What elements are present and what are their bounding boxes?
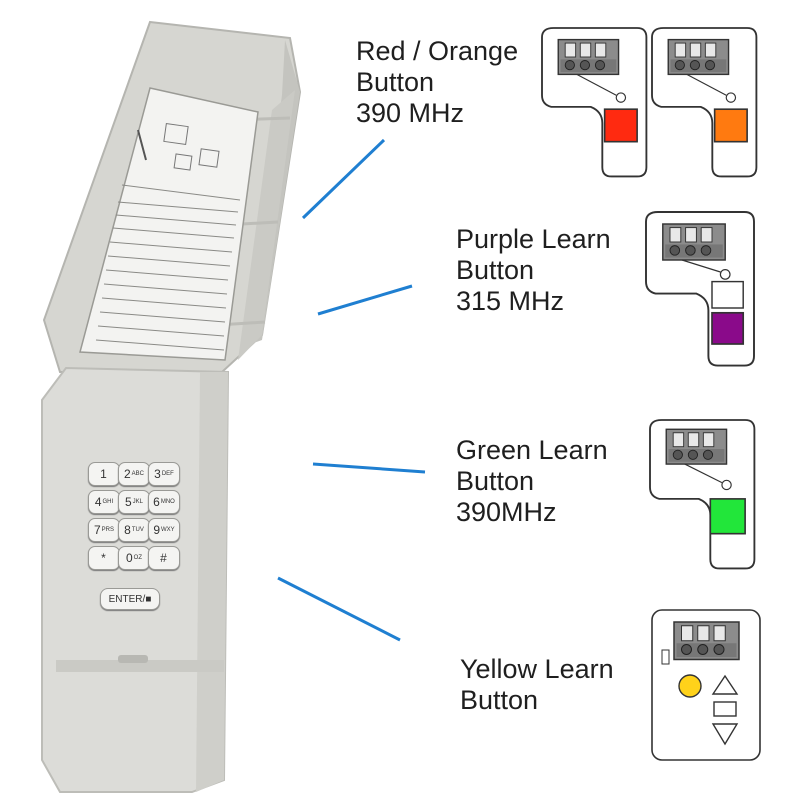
purple-learn-button: [711, 311, 745, 345]
keypad-key-digit: 2: [123, 467, 131, 481]
keypad-key-letters: TUV: [131, 527, 144, 533]
keypad-key-digit: 9: [153, 523, 160, 537]
up-arrow-icon: [711, 674, 739, 695]
keypad-key-digit: 1: [100, 467, 107, 481]
yellow-learn-panel: [651, 609, 761, 761]
keypad-key-letters: MNO: [160, 499, 175, 505]
label-red-orange: Red / Orange Button 390 MHz: [356, 36, 519, 128]
label-yellow: Yellow Learn Button: [460, 654, 614, 715]
purple-learn-panel: [645, 211, 755, 367]
keypad-key-digit: 6: [153, 495, 160, 509]
pointer-line-yellow: [277, 576, 401, 642]
pointer-line-red-orange: [301, 138, 386, 220]
keypad-key-digit: 7: [93, 523, 101, 537]
label-green: Green Learn Button 390MHz: [456, 435, 608, 527]
stop-icon: [713, 701, 737, 717]
orange-learn-button: [713, 108, 748, 143]
keypad-key-letters: ABC: [131, 471, 145, 477]
keypad-key-letters: PRS: [101, 527, 115, 533]
keypad-key-letters: JKL: [132, 499, 144, 505]
keypad-key-letters: WXY: [161, 527, 175, 533]
keypad-key-digit: 3: [154, 467, 161, 481]
keypad-key-digit: 5: [124, 495, 132, 509]
enter-key-label: ENTER/: [108, 593, 146, 605]
keypad-key: #: [148, 546, 180, 570]
keypad-key-letters: DEF: [161, 471, 174, 477]
label-purple: Purple Learn Button 315 MHz: [456, 224, 611, 316]
keypad-key-digit: 8: [124, 523, 131, 537]
keypad-key-digit: *: [101, 551, 106, 565]
red-learn-button: [603, 108, 638, 143]
pointer-line-purple: [317, 284, 413, 316]
green-learn-button: [709, 498, 746, 535]
keypad-key: *: [88, 546, 120, 570]
red-learn-panel: [541, 27, 648, 178]
orange-learn-panel: [651, 27, 758, 178]
keypad-key-letters: OZ: [133, 555, 143, 561]
pointer-line-green: [312, 462, 426, 474]
green-learn-panel: [649, 419, 756, 570]
keypad-key-digit: #: [160, 551, 167, 565]
keypad-key-letters: GHI: [102, 499, 114, 505]
down-arrow-icon: [711, 723, 739, 746]
enter-key: ENTER/■: [100, 588, 160, 610]
keypad-key-digit: 0: [125, 551, 133, 565]
yellow-learn-button: [678, 674, 702, 698]
keypad-key-digit: 4: [94, 495, 102, 509]
instruction-sticker: [79, 87, 259, 361]
